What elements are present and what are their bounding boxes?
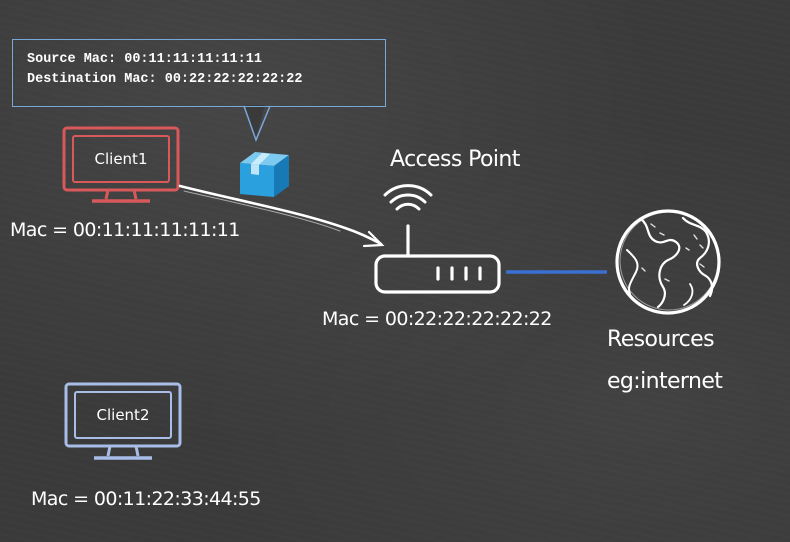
packet-icon xyxy=(240,152,289,197)
wifi-icon xyxy=(383,184,433,211)
client1-monitor-icon xyxy=(62,126,180,203)
source-mac-line: Source Mac: 00:11:11:11:11:11 xyxy=(27,52,262,67)
globe-icon xyxy=(615,209,721,315)
access-point-mac-label: Mac = 00:22:22:22:22:22 xyxy=(322,308,552,330)
access-point-title: Access Point xyxy=(390,147,520,172)
client2-monitor-icon xyxy=(64,382,182,460)
client2-name: Client2 xyxy=(96,406,150,424)
transmission-arrow xyxy=(178,184,385,248)
client2-mac-label: Mac = 00:11:22:33:44:55 xyxy=(31,488,261,510)
destination-mac-line: Destination Mac: 00:22:22:22:22:22 xyxy=(27,72,303,87)
callout-pointer xyxy=(243,105,271,143)
resources-title: Resources xyxy=(607,327,715,352)
client1-name: Client1 xyxy=(94,150,148,168)
router-icon xyxy=(374,224,501,294)
resources-subtitle: eg:internet xyxy=(607,369,723,394)
client1-mac-label: Mac = 00:11:11:11:11:11 xyxy=(10,219,240,241)
packet-callout: Source Mac: 00:11:11:11:11:11 Destinatio… xyxy=(12,39,386,107)
